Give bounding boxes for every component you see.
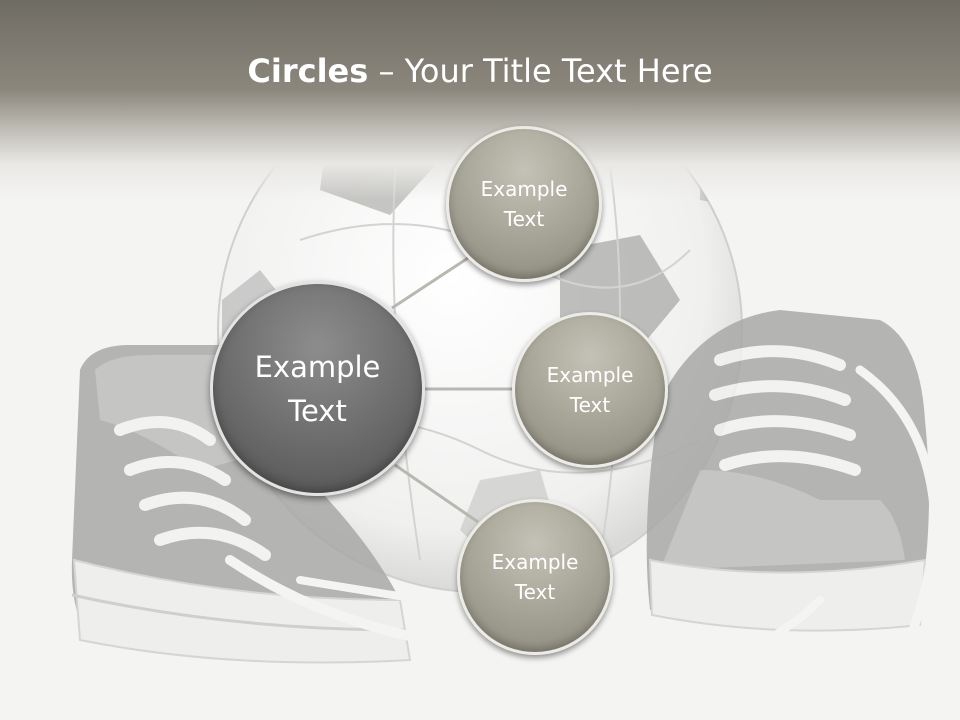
- center-circle-label: Example Text: [254, 349, 381, 428]
- sneaker-icon: [71, 345, 585, 695]
- slide-title-rest: – Your Title Text Here: [368, 52, 713, 90]
- connector-line-1: [391, 256, 469, 310]
- node-circle-1-label: Example Text: [480, 177, 568, 231]
- node-circle-1[interactable]: Example Text: [446, 126, 602, 282]
- node-circle-2[interactable]: Example Text: [512, 312, 668, 468]
- slide-title-bold: Circles: [247, 52, 369, 90]
- sneaker-icon: [646, 310, 940, 665]
- connector-line-3: [394, 463, 479, 524]
- center-circle[interactable]: Example Text: [210, 281, 425, 496]
- node-circle-2-label: Example Text: [546, 363, 634, 417]
- node-circle-3-label: Example Text: [491, 550, 579, 604]
- slide-title: Circles – Your Title Text Here: [0, 52, 960, 90]
- node-circle-3[interactable]: Example Text: [457, 499, 613, 655]
